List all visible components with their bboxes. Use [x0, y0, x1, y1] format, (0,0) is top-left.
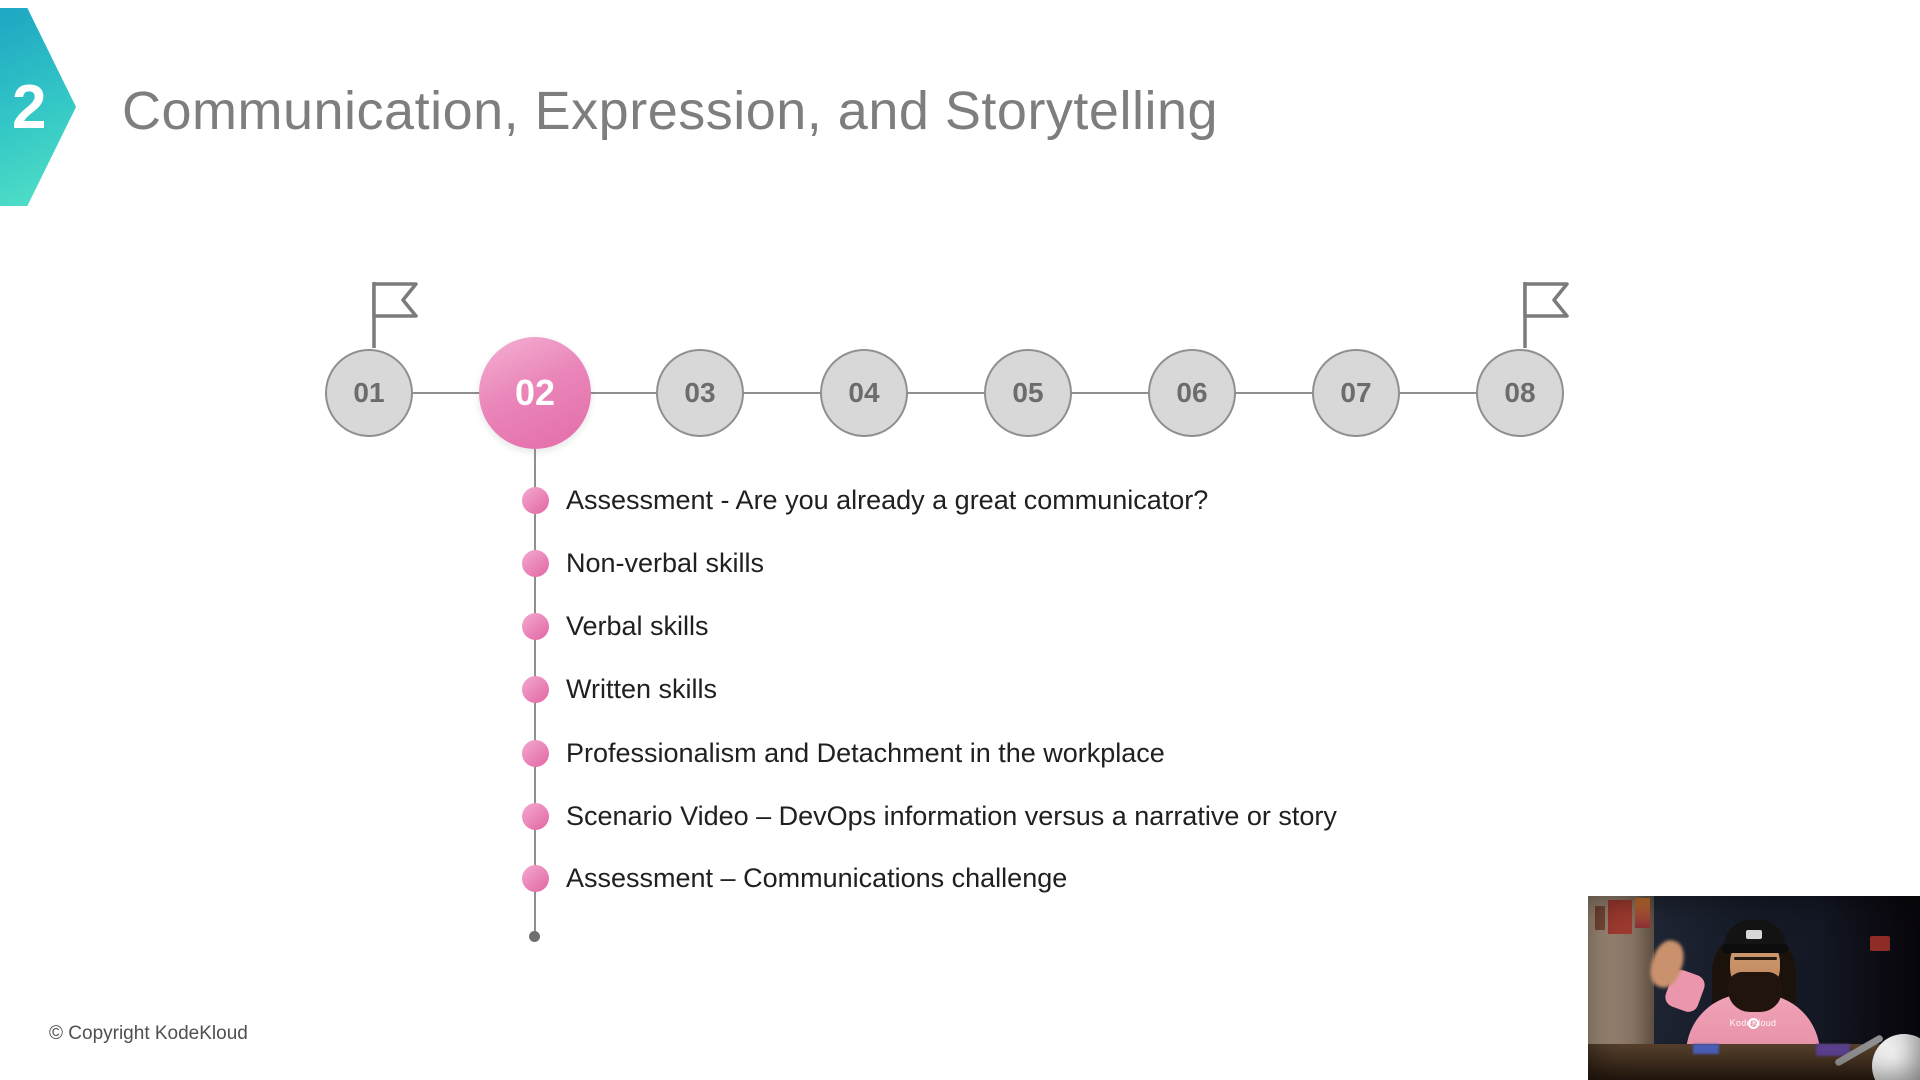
timeline-step-01: 01	[325, 349, 413, 437]
bullet-icon	[522, 486, 549, 514]
timeline-step-05: 05	[984, 349, 1072, 437]
timeline-step-08: 08	[1476, 349, 1564, 437]
timeline-step-02-active: 02	[479, 337, 591, 449]
step-label: 01	[353, 377, 385, 408]
timeline-connector	[369, 392, 1520, 394]
bullet-icon	[522, 675, 549, 703]
bullet-icon	[522, 864, 549, 892]
timeline-step-06: 06	[1148, 349, 1236, 437]
flag-end-icon	[1523, 282, 1569, 348]
chapter-badge: 2	[0, 8, 76, 206]
topic-label: Non-verbal skills	[566, 547, 765, 578]
chapter-number: 2	[12, 72, 47, 142]
page-title: Communication, Expression, and Storytell…	[122, 81, 1219, 141]
webcam-vignette	[1588, 896, 1920, 1080]
webcam-desk-item	[1816, 1044, 1850, 1056]
topic-label: Professionalism and Detachment in the wo…	[566, 737, 1165, 768]
webcam-overlay: KodeKloud	[1588, 896, 1920, 1080]
timeline-step-04: 04	[820, 349, 908, 437]
shirt-logo-icon	[1747, 1018, 1759, 1029]
presenter-cap-brim	[1722, 944, 1788, 953]
list-item: Professionalism and Detachment in the wo…	[522, 735, 1165, 771]
step-label: 06	[1176, 377, 1208, 408]
list-item: Assessment – Communications challenge	[522, 860, 1067, 896]
step-label: 05	[1012, 377, 1044, 408]
presenter-cap-logo	[1746, 930, 1762, 939]
step-label: 02	[514, 372, 556, 413]
topic-label: Assessment – Communications challenge	[566, 862, 1068, 893]
topic-label: Verbal skills	[566, 610, 709, 641]
step-label: 07	[1340, 377, 1372, 408]
shirt-logo-text: KodeKloud	[1729, 1018, 1777, 1028]
topic-label: Scenario Video – DevOps information vers…	[566, 800, 1337, 831]
step-label: 03	[684, 377, 716, 408]
step-label: 04	[848, 377, 880, 408]
topic-label: Written skills	[566, 673, 718, 704]
copyright-text: © Copyright KodeKloud	[49, 1023, 248, 1044]
list-item: Scenario Video – DevOps information vers…	[522, 798, 1337, 834]
list-item: Verbal skills	[522, 608, 709, 644]
flag-start-icon	[372, 282, 418, 348]
webcam-poster	[1608, 900, 1632, 934]
presenter-glasses	[1734, 957, 1777, 960]
topic-label: Assessment - Are you already a great com…	[566, 484, 1209, 515]
webcam-desk-item	[1693, 1044, 1719, 1054]
webcam-poster	[1595, 906, 1605, 930]
list-item: Written skills	[522, 671, 717, 707]
presenter-beard	[1728, 972, 1782, 1012]
bullet-icon	[522, 739, 549, 767]
list-item: Non-verbal skills	[522, 545, 764, 581]
timeline-step-03: 03	[656, 349, 744, 437]
bullet-icon	[522, 612, 549, 640]
webcam-poster	[1635, 898, 1650, 928]
list-item: Assessment - Are you already a great com…	[522, 482, 1208, 518]
topic-connector-end-dot	[529, 931, 540, 942]
bullet-icon	[522, 549, 549, 577]
bullet-icon	[522, 802, 549, 830]
step-label: 08	[1504, 377, 1536, 408]
timeline-step-07: 07	[1312, 349, 1400, 437]
webcam-shelf-item	[1870, 936, 1890, 951]
